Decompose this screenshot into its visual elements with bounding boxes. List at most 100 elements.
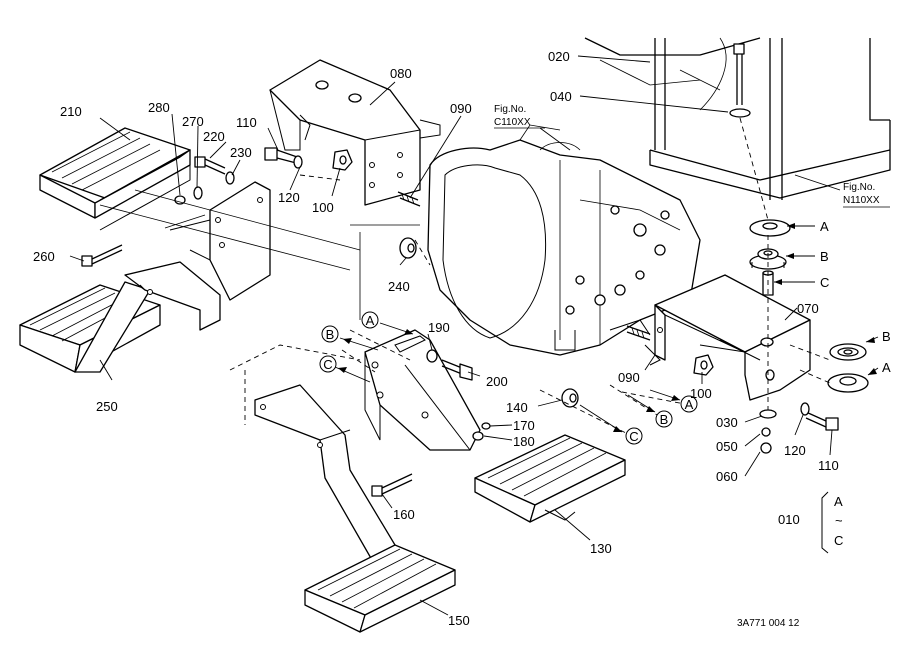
callout-letter-b: B xyxy=(882,329,891,344)
part-label-020: 020 xyxy=(548,49,570,64)
leader-lines xyxy=(69,55,841,616)
callout-letter-c: C xyxy=(629,429,638,444)
part-label-090-upper: 090 xyxy=(450,101,472,116)
part-label-120-lower: 120 xyxy=(784,443,806,458)
range-note: A ~ C xyxy=(834,494,843,548)
circled-callout-a-1: A xyxy=(361,311,379,329)
rail-left xyxy=(99,189,361,271)
drawing-code: 3A771 004 12 xyxy=(737,618,800,629)
part-label-150: 150 xyxy=(448,613,470,628)
fig-ref-line2: N110XX xyxy=(843,195,880,206)
part-label-120-upper: 120 xyxy=(278,190,300,205)
part-label-200: 200 xyxy=(486,374,508,389)
bolt-110-lower xyxy=(805,411,839,431)
spacer-240 xyxy=(399,237,417,259)
part-label-170: 170 xyxy=(513,418,535,433)
bracket-070 xyxy=(644,274,811,401)
part-label-110-lower: 110 xyxy=(818,458,839,473)
part-label-140: 140 xyxy=(506,400,528,415)
callout-letter-a: A xyxy=(820,219,829,234)
part-label-060: 060 xyxy=(716,469,738,484)
range-tilde: ~ xyxy=(835,513,843,528)
part-label-180: 180 xyxy=(513,434,535,449)
callout-letter-b: B xyxy=(820,249,829,264)
part-label-110-upper: 110 xyxy=(236,115,257,130)
washer-050 xyxy=(761,427,771,437)
circled-callout-b-1: B xyxy=(321,325,339,343)
fig-ref-n110xx[interactable]: Fig.No. N110XX xyxy=(843,182,890,208)
part-label-010: 010 xyxy=(778,512,800,527)
nut-100-upper xyxy=(332,149,353,171)
circled-callout-c-1: C xyxy=(319,355,337,373)
bolt-090-lower xyxy=(626,325,651,341)
callout-arrows xyxy=(334,223,879,433)
part-label-130: 130 xyxy=(590,541,612,556)
part-labels: 020 040 080 090 110 120 100 240 210 280 … xyxy=(33,49,839,628)
washer-120-lower xyxy=(800,402,810,416)
spacer-140 xyxy=(561,388,579,408)
range-brace xyxy=(821,491,829,554)
part-label-250: 250 xyxy=(96,399,118,414)
fig-ref-c110xx[interactable]: Fig.No. C110XX xyxy=(494,104,545,129)
callout-letter-b: B xyxy=(326,327,335,342)
fig-ref-line1: Fig.No. xyxy=(494,104,526,115)
washer-280 xyxy=(174,195,186,205)
mount-a-upper xyxy=(749,219,791,237)
mount-b-right xyxy=(829,343,867,361)
step-250 xyxy=(19,261,221,373)
nut-100-lower xyxy=(693,354,714,376)
bracket-080 xyxy=(269,59,441,206)
assembly-lines xyxy=(229,117,831,441)
part-label-090-lower: 090 xyxy=(618,370,640,385)
washer-120-upper xyxy=(293,155,303,169)
callout-letter-a: A xyxy=(366,313,375,328)
part-label-100-upper: 100 xyxy=(312,200,334,215)
part-label-160: 160 xyxy=(393,507,415,522)
part-label-030: 030 xyxy=(716,415,738,430)
washer-030 xyxy=(759,409,777,419)
callout-letter-c: C xyxy=(323,357,332,372)
washer-170 xyxy=(481,422,491,430)
washer-190 xyxy=(426,349,438,363)
nut-180 xyxy=(472,431,484,441)
bolt-260 xyxy=(81,244,123,267)
callout-letter-b: B xyxy=(660,412,669,427)
step-130 xyxy=(474,434,626,523)
part-label-100-lower: 100 xyxy=(690,386,712,401)
bolt-200 xyxy=(441,359,473,381)
part-label-050: 050 xyxy=(716,439,738,454)
frame-part-020 xyxy=(584,37,891,200)
part-label-190: 190 xyxy=(428,320,450,335)
callout-letter-a: A xyxy=(882,360,891,375)
part-label-280: 280 xyxy=(148,100,170,115)
step-150-assembly xyxy=(254,384,456,633)
range-to: C xyxy=(834,533,843,548)
center-bracket xyxy=(364,329,481,451)
range-from: A xyxy=(834,494,843,509)
bolt-090-upper xyxy=(397,191,421,207)
fig-ref-line2: C110XX xyxy=(494,117,531,128)
washer-270 xyxy=(193,186,203,200)
part-label-210: 210 xyxy=(60,104,82,119)
part-label-230: 230 xyxy=(230,145,252,160)
callout-letter-a: A xyxy=(685,397,694,412)
part-label-260: 260 xyxy=(33,249,55,264)
step-210 xyxy=(39,127,191,231)
part-label-220: 220 xyxy=(203,129,225,144)
bolt-160 xyxy=(371,473,413,497)
part-label-080: 080 xyxy=(390,66,412,81)
bolt-040 xyxy=(729,43,751,118)
fig-ref-line1: Fig.No. xyxy=(843,182,875,193)
part-label-040: 040 xyxy=(550,89,572,104)
transmission-housing xyxy=(427,124,701,356)
circled-callout-a-2: A xyxy=(680,395,698,413)
callout-letter-c: C xyxy=(820,275,829,290)
circled-callout-b-2: B xyxy=(655,410,673,428)
part-label-240: 240 xyxy=(388,279,410,294)
mount-a-right xyxy=(827,373,869,393)
circled-callout-c-2: C xyxy=(625,427,643,445)
part-label-270: 270 xyxy=(182,114,204,129)
part-label-070: 070 xyxy=(797,301,819,316)
bolt-220 xyxy=(194,156,226,175)
